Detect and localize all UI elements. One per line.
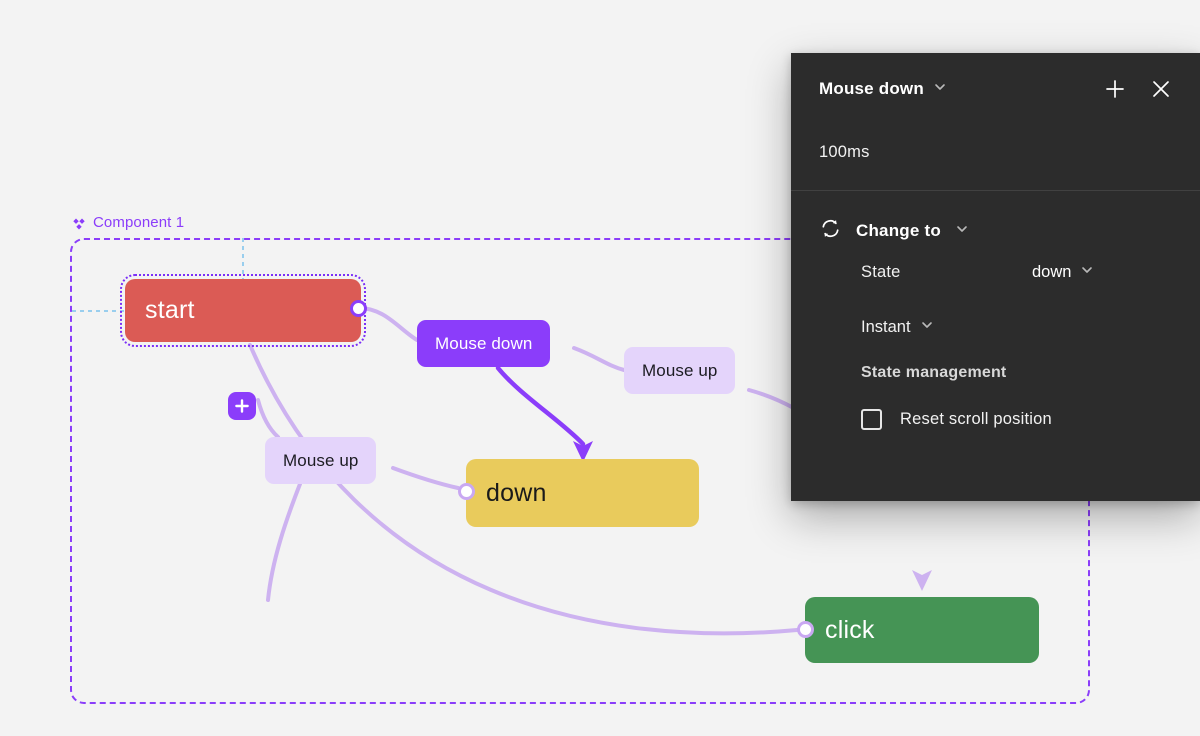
plus-icon <box>1106 80 1124 98</box>
component-diamond-icon <box>72 217 86 231</box>
state-field-value-group[interactable]: down <box>1032 263 1172 282</box>
component-label[interactable]: Component 1 <box>72 214 184 231</box>
interaction-properties-panel[interactable]: Mouse down 100ms <box>791 53 1200 501</box>
easing-field-value: Instant <box>861 318 911 336</box>
connector-dot-click[interactable] <box>797 621 814 638</box>
panel-title-text: Mouse down <box>819 79 924 98</box>
panel-title[interactable]: Mouse down <box>819 79 947 99</box>
chevron-down-icon[interactable] <box>920 318 934 337</box>
chevron-down-icon[interactable] <box>955 221 969 241</box>
panel-divider <box>791 190 1200 191</box>
add-interaction-panel-button[interactable] <box>1103 77 1127 101</box>
chevron-down-icon[interactable] <box>933 79 947 99</box>
reset-scroll-position-row[interactable]: Reset scroll position <box>819 409 1172 430</box>
action-header[interactable]: Change to <box>819 217 1172 245</box>
state-node-down[interactable]: down <box>466 459 699 527</box>
interaction-pill-label: Mouse up <box>283 450 359 470</box>
plus-icon <box>235 399 249 413</box>
action-label: Change to <box>856 221 941 240</box>
add-interaction-button[interactable] <box>228 392 256 420</box>
close-panel-button[interactable] <box>1149 77 1173 101</box>
state-management-heading: State management <box>861 364 1007 381</box>
state-field-label: State <box>861 263 901 281</box>
action-section: Change to State down Instant State ma <box>791 191 1200 430</box>
duration-row[interactable]: 100ms <box>791 125 1200 180</box>
state-node-label: down <box>486 478 547 507</box>
connector-dot-down[interactable] <box>458 483 475 500</box>
state-node-label: click <box>825 615 875 644</box>
easing-field-row[interactable]: Instant <box>819 300 1172 355</box>
interaction-pill-mouse-up-right[interactable]: Mouse up <box>624 347 736 394</box>
state-field-row[interactable]: State down <box>819 245 1172 300</box>
reset-scroll-position-label: Reset scroll position <box>900 410 1052 428</box>
easing-field-group[interactable]: Instant <box>861 318 934 337</box>
connector-dot-start[interactable] <box>350 300 367 317</box>
component-name: Component 1 <box>93 214 185 231</box>
close-icon <box>1153 81 1169 97</box>
state-node-label: start <box>145 296 195 324</box>
state-node-start[interactable]: start <box>120 274 366 347</box>
interaction-pill-mouse-up-left[interactable]: Mouse up <box>265 437 377 484</box>
interaction-pill-label: Mouse down <box>435 333 533 353</box>
duration-value: 100ms <box>819 143 870 161</box>
state-node-click[interactable]: click <box>805 597 1039 663</box>
state-field-value: down <box>1032 263 1072 281</box>
interaction-pill-mouse-down[interactable]: Mouse down <box>417 320 551 367</box>
chevron-down-icon[interactable] <box>1080 263 1094 282</box>
reset-scroll-position-checkbox[interactable] <box>861 409 882 430</box>
change-to-sync-icon <box>819 217 842 245</box>
interaction-pill-label: Mouse up <box>642 360 718 380</box>
panel-header: Mouse down <box>791 53 1200 125</box>
